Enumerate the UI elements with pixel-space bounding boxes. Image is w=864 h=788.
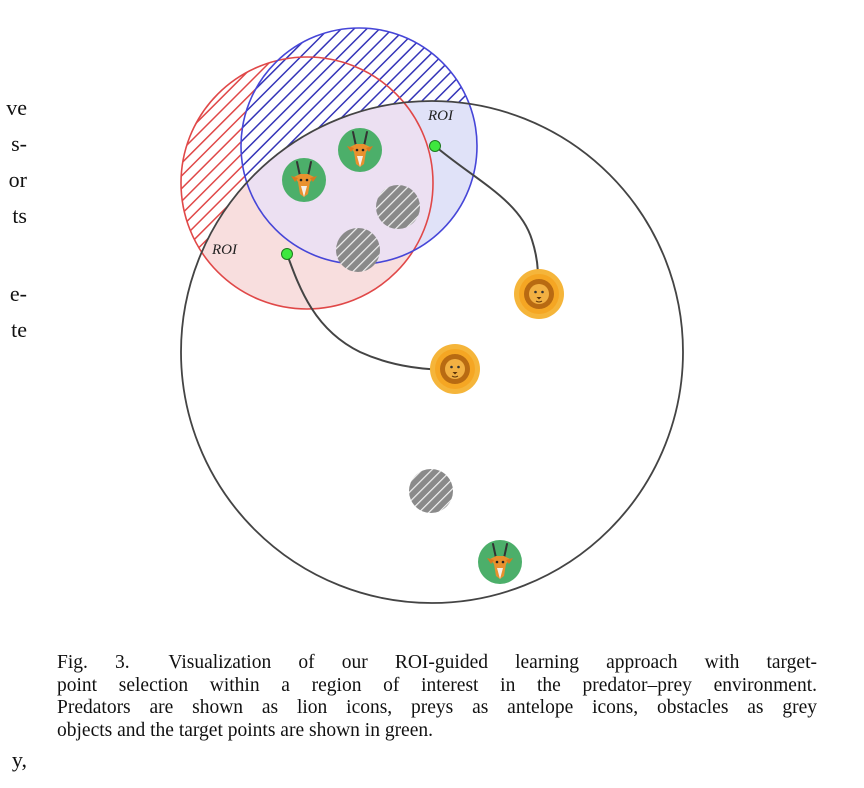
antelope-icon <box>282 158 326 202</box>
caption-line-2: point selection within a region of inter… <box>57 675 817 698</box>
figure-caption: Fig. 3. Visualization of our ROI-guided … <box>57 652 817 742</box>
text-fragment: y, <box>12 748 27 772</box>
target-point-icon <box>430 141 441 152</box>
text-fragment: s- <box>11 132 27 156</box>
figure-label: Fig. 3. <box>57 652 130 673</box>
roi-label-red: ROI <box>211 242 238 258</box>
caption-text: Visualization of our ROI-guided learning… <box>168 652 817 673</box>
text-fragment: e- <box>10 282 27 306</box>
lion-icon <box>430 344 480 394</box>
text-fragment: or <box>9 168 27 192</box>
roi-label-blue: ROI <box>427 108 454 124</box>
lion-icon <box>514 269 564 319</box>
hatched-obstacle-icon <box>409 469 453 513</box>
figure-predator-prey-roi: ROI ROI <box>150 20 730 620</box>
text-fragment: te <box>11 318 27 342</box>
hatched-obstacle-icon <box>336 228 380 272</box>
hatched-obstacle-icon <box>376 185 420 229</box>
previous-column-text-fragments: ve s- or ts e- te y, <box>0 0 30 788</box>
antelope-icon <box>338 128 382 172</box>
antelope-icon <box>478 540 522 584</box>
figure-canvas: ROI ROI <box>150 20 730 620</box>
target-point-icon <box>282 249 293 260</box>
text-fragment: ve <box>6 96 27 120</box>
caption-line-4: objects and the target points are shown … <box>57 720 817 743</box>
caption-line-3: Predators are shown as lion icons, preys… <box>57 697 817 720</box>
caption-line-1: Fig. 3. Visualization of our ROI-guided … <box>57 652 817 675</box>
text-fragment: ts <box>12 204 27 228</box>
